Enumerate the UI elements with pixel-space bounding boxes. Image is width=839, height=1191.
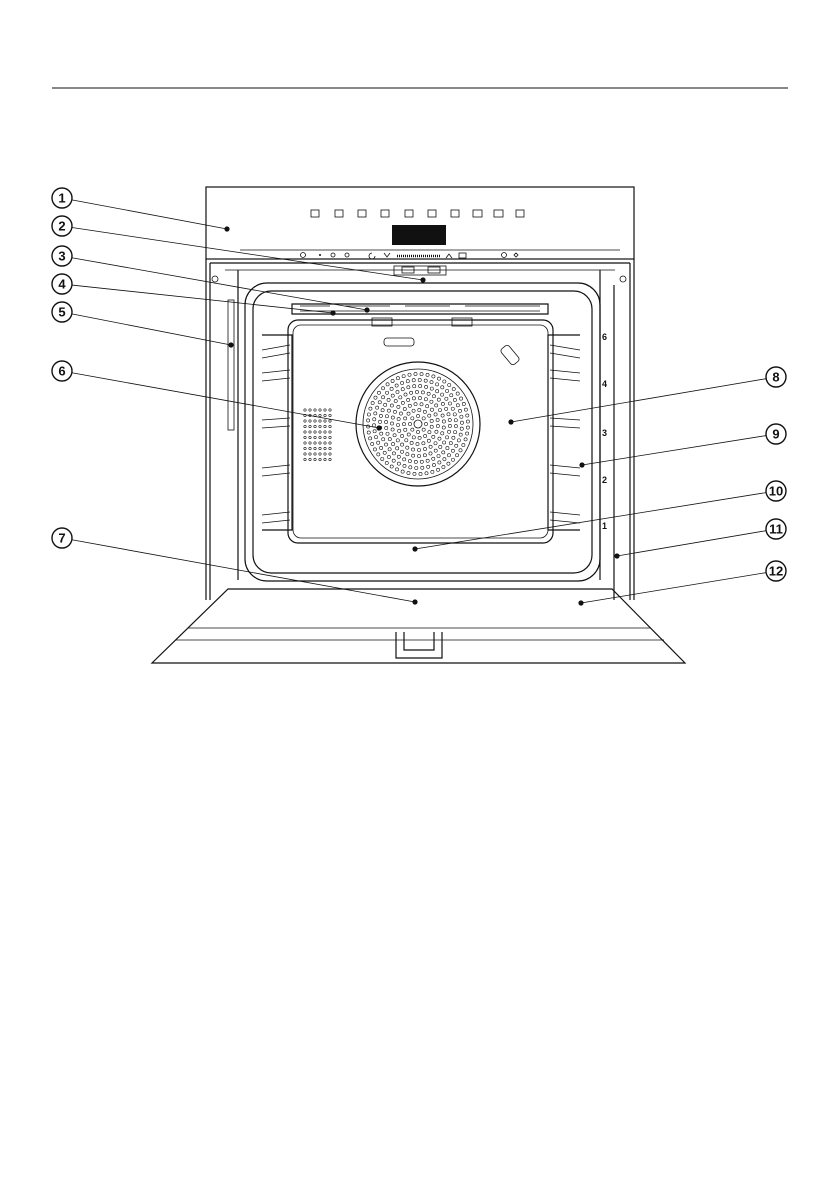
oven-door [152, 589, 685, 663]
callout-number: 8 [772, 370, 779, 385]
callout-number: 4 [58, 277, 66, 292]
oven-housing [206, 259, 634, 600]
callout-target-dot [420, 277, 425, 282]
callout-number: 10 [769, 484, 783, 499]
callout-leader [511, 379, 766, 422]
callout-8: 8 [508, 367, 786, 425]
callout-number: 2 [58, 219, 65, 234]
display-screen [392, 225, 446, 245]
callout-target-dot [578, 600, 583, 605]
callout-2: 2 [52, 216, 426, 283]
callout-target-dot [412, 599, 417, 604]
callout-number: 12 [769, 564, 783, 579]
shelf-level-4: 4 [602, 379, 607, 389]
shelf-level-3: 3 [602, 428, 607, 438]
callout-11: 11 [614, 519, 786, 559]
callout-target-dot [330, 310, 335, 315]
callout-12: 12 [578, 561, 786, 606]
oven-light [384, 338, 414, 346]
callout-leader [72, 200, 227, 229]
lower-sensor-row [301, 253, 519, 260]
callout-target-dot [579, 462, 584, 467]
callout-leader [72, 373, 379, 428]
shelf-level-6: 6 [602, 332, 607, 342]
callout-number: 3 [58, 249, 65, 264]
callout-leader [415, 493, 766, 549]
callout-number: 6 [58, 364, 65, 379]
callout-target-dot [376, 425, 381, 430]
fan-cover [356, 362, 480, 486]
callout-leader [582, 436, 766, 465]
shelf-level-1: 1 [602, 521, 607, 531]
callout-9: 9 [579, 424, 786, 468]
callout-number: 5 [58, 305, 65, 320]
callout-target-dot [508, 419, 513, 424]
callout-number: 9 [772, 427, 779, 442]
shelf-level-2: 2 [602, 475, 607, 485]
callout-target-dot [228, 342, 233, 347]
callout-6: 6 [52, 361, 382, 431]
callout-1: 1 [52, 188, 230, 232]
callout-leader [72, 258, 367, 310]
callout-target-dot [614, 553, 619, 558]
callout-leader [581, 573, 766, 603]
callout-leader [72, 540, 415, 602]
callout-7: 7 [52, 528, 418, 605]
callout-number: 7 [58, 531, 65, 546]
callout-target-dot [412, 546, 417, 551]
callout-number: 11 [769, 522, 783, 537]
oven-cavity [245, 283, 600, 581]
callout-number: 1 [58, 191, 65, 206]
callout-4: 4 [52, 274, 336, 316]
callout-10: 10 [412, 481, 786, 552]
callout-leader [617, 531, 766, 556]
shelf-level-labels: 6 4 3 2 1 [602, 332, 607, 531]
door-handle [396, 632, 442, 658]
callout-3: 3 [52, 246, 370, 313]
callout-leader [72, 285, 333, 313]
food-probe-socket [500, 344, 521, 366]
control-panel [206, 187, 634, 259]
function-sensor-icons [311, 210, 524, 217]
callout-target-dot [364, 307, 369, 312]
callout-target-dot [224, 226, 229, 231]
callout-leader [72, 314, 231, 345]
